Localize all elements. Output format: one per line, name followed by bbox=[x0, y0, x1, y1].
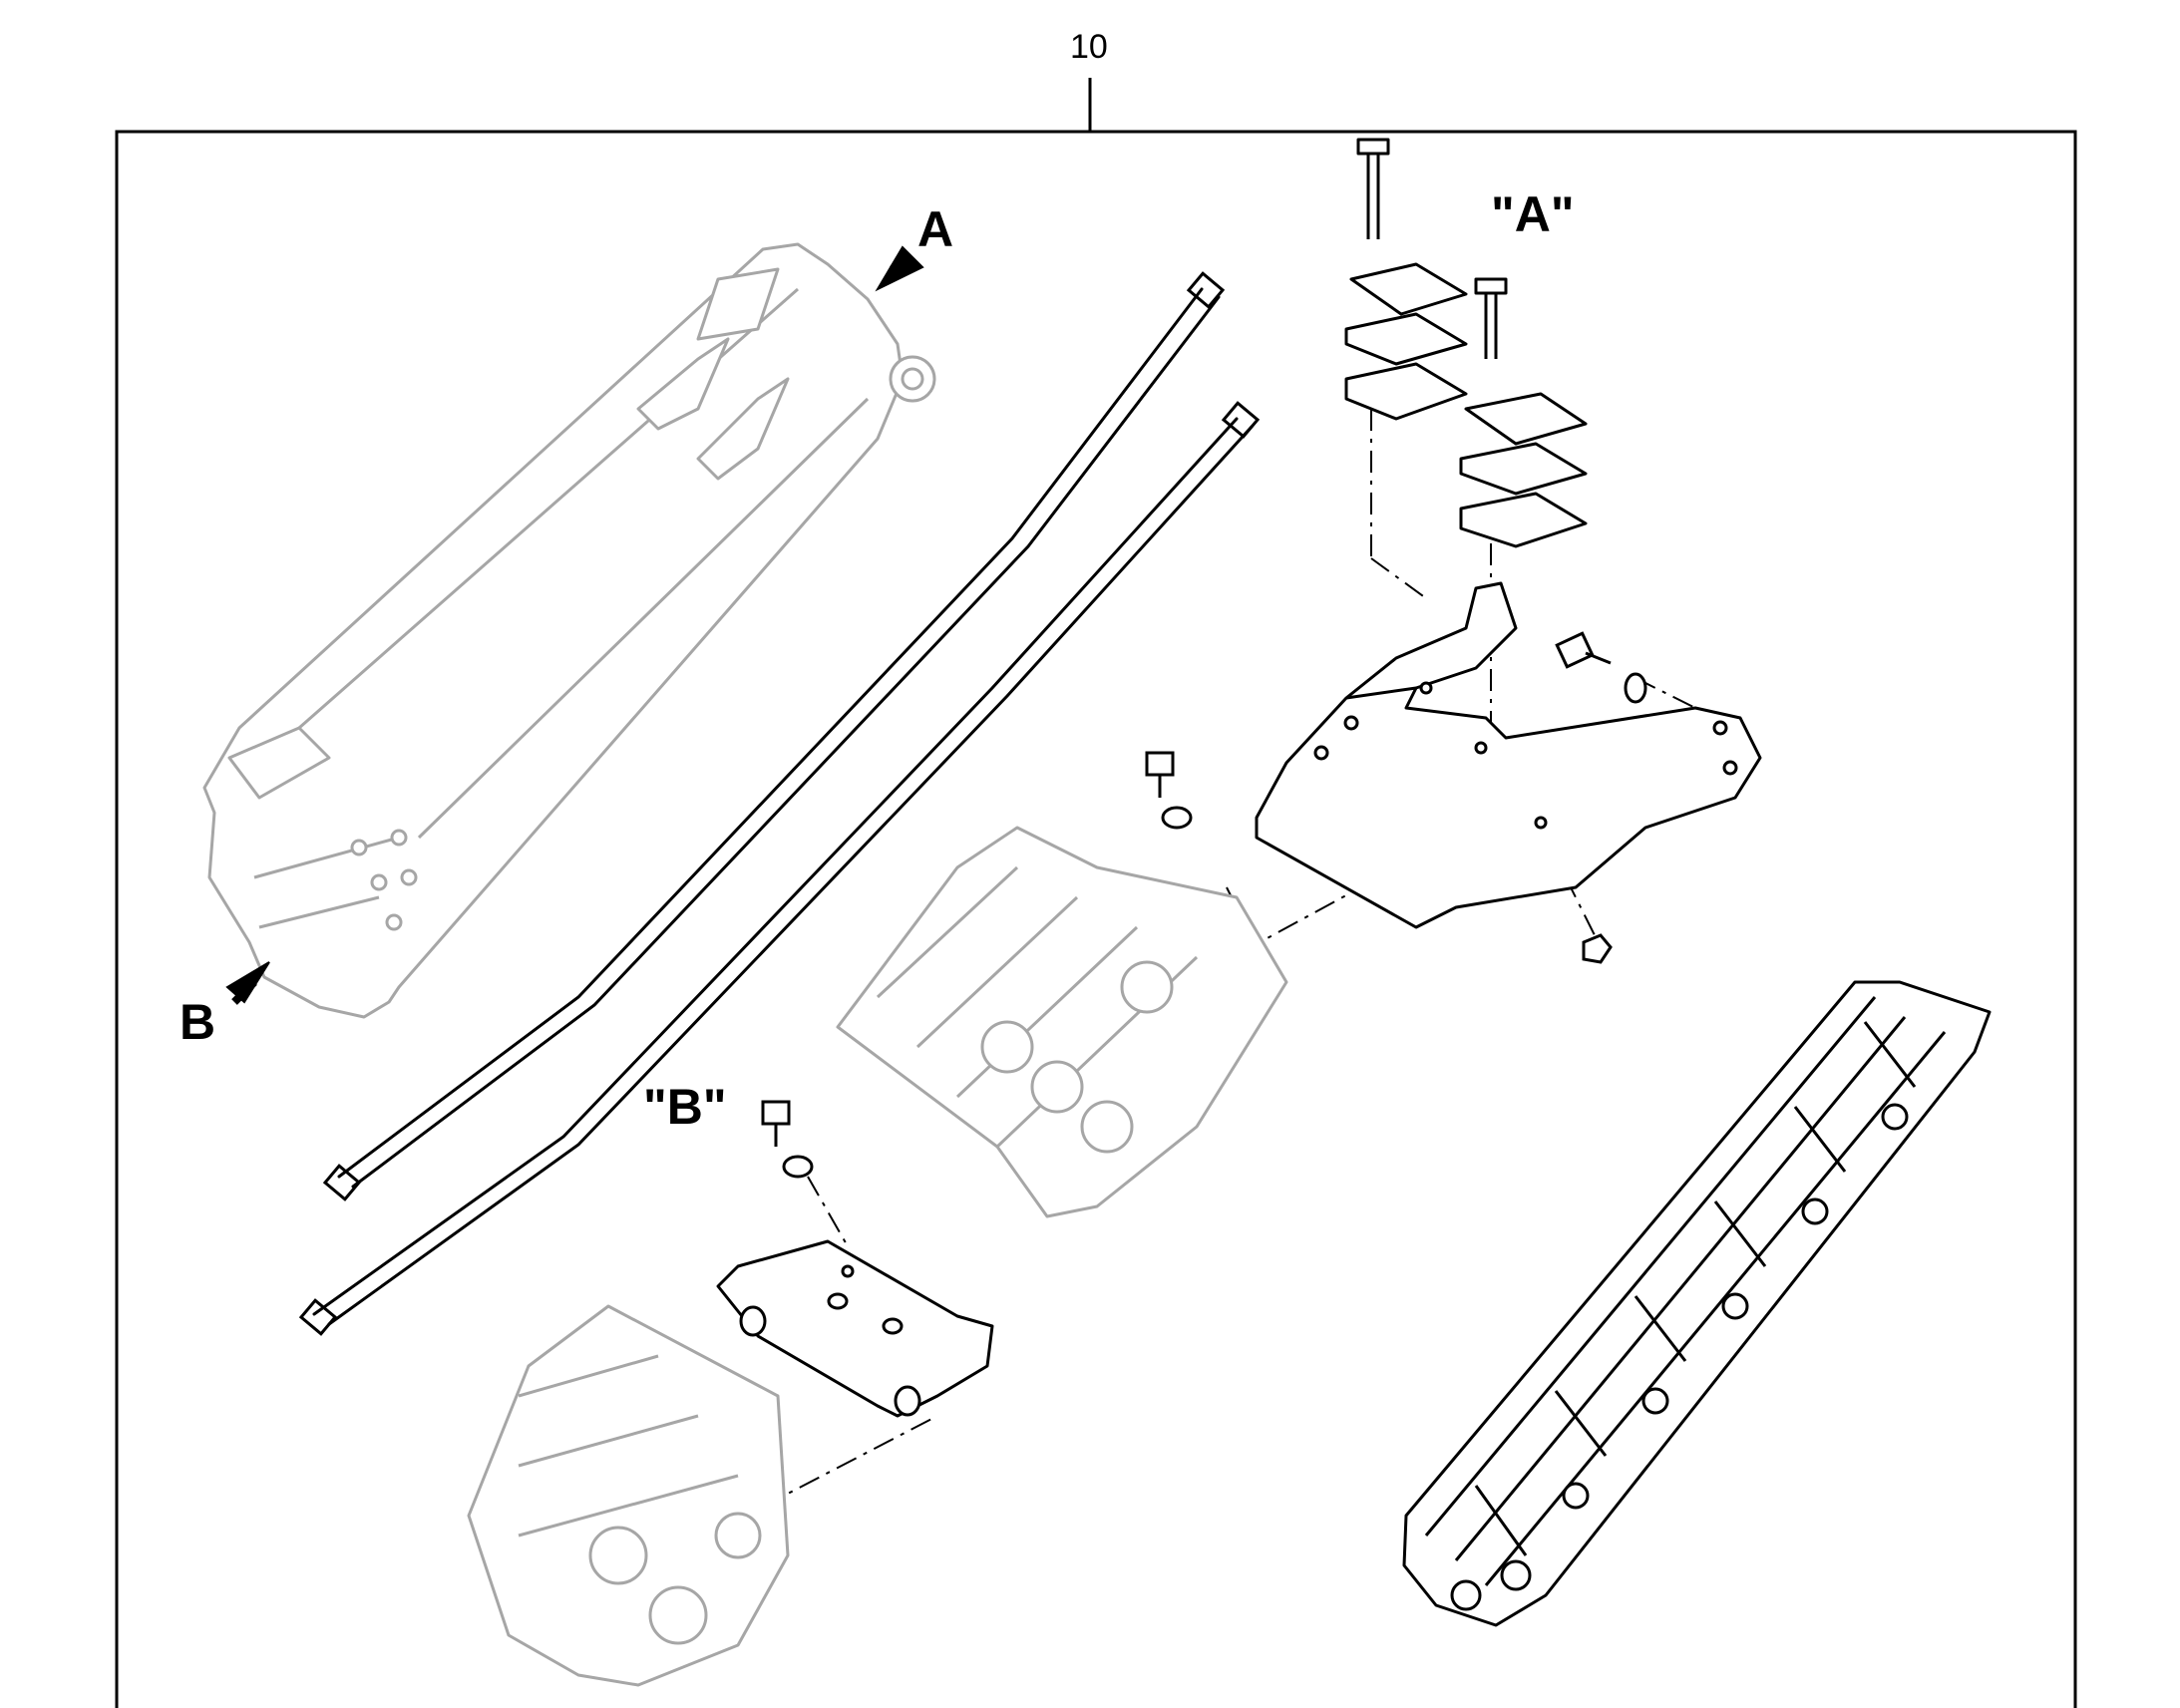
arrow-b-icon bbox=[225, 961, 270, 1004]
drag-chain-section-b bbox=[467, 1304, 790, 1687]
arrow-b-label: B bbox=[180, 994, 216, 1050]
arrow-a-icon bbox=[875, 245, 924, 292]
view-b-label: "B" bbox=[643, 1079, 727, 1135]
mounting-plate bbox=[1255, 581, 1762, 929]
drag-chain-section-a bbox=[836, 826, 1288, 1218]
pipe-clamp-set bbox=[1344, 138, 1588, 548]
hydraulic-pipes bbox=[298, 271, 1261, 1336]
cable-drag-chain bbox=[1402, 980, 1992, 1627]
boom-arm bbox=[202, 242, 936, 1019]
fasteners bbox=[761, 631, 1647, 1179]
arrow-a-label: A bbox=[917, 201, 954, 257]
assembly-callout-number: 10 bbox=[1070, 28, 1108, 66]
view-arrows bbox=[225, 245, 924, 1005]
view-a-label: "A" bbox=[1491, 186, 1575, 242]
assembly-frame bbox=[115, 78, 2077, 1708]
chain-bracket bbox=[716, 1239, 994, 1418]
